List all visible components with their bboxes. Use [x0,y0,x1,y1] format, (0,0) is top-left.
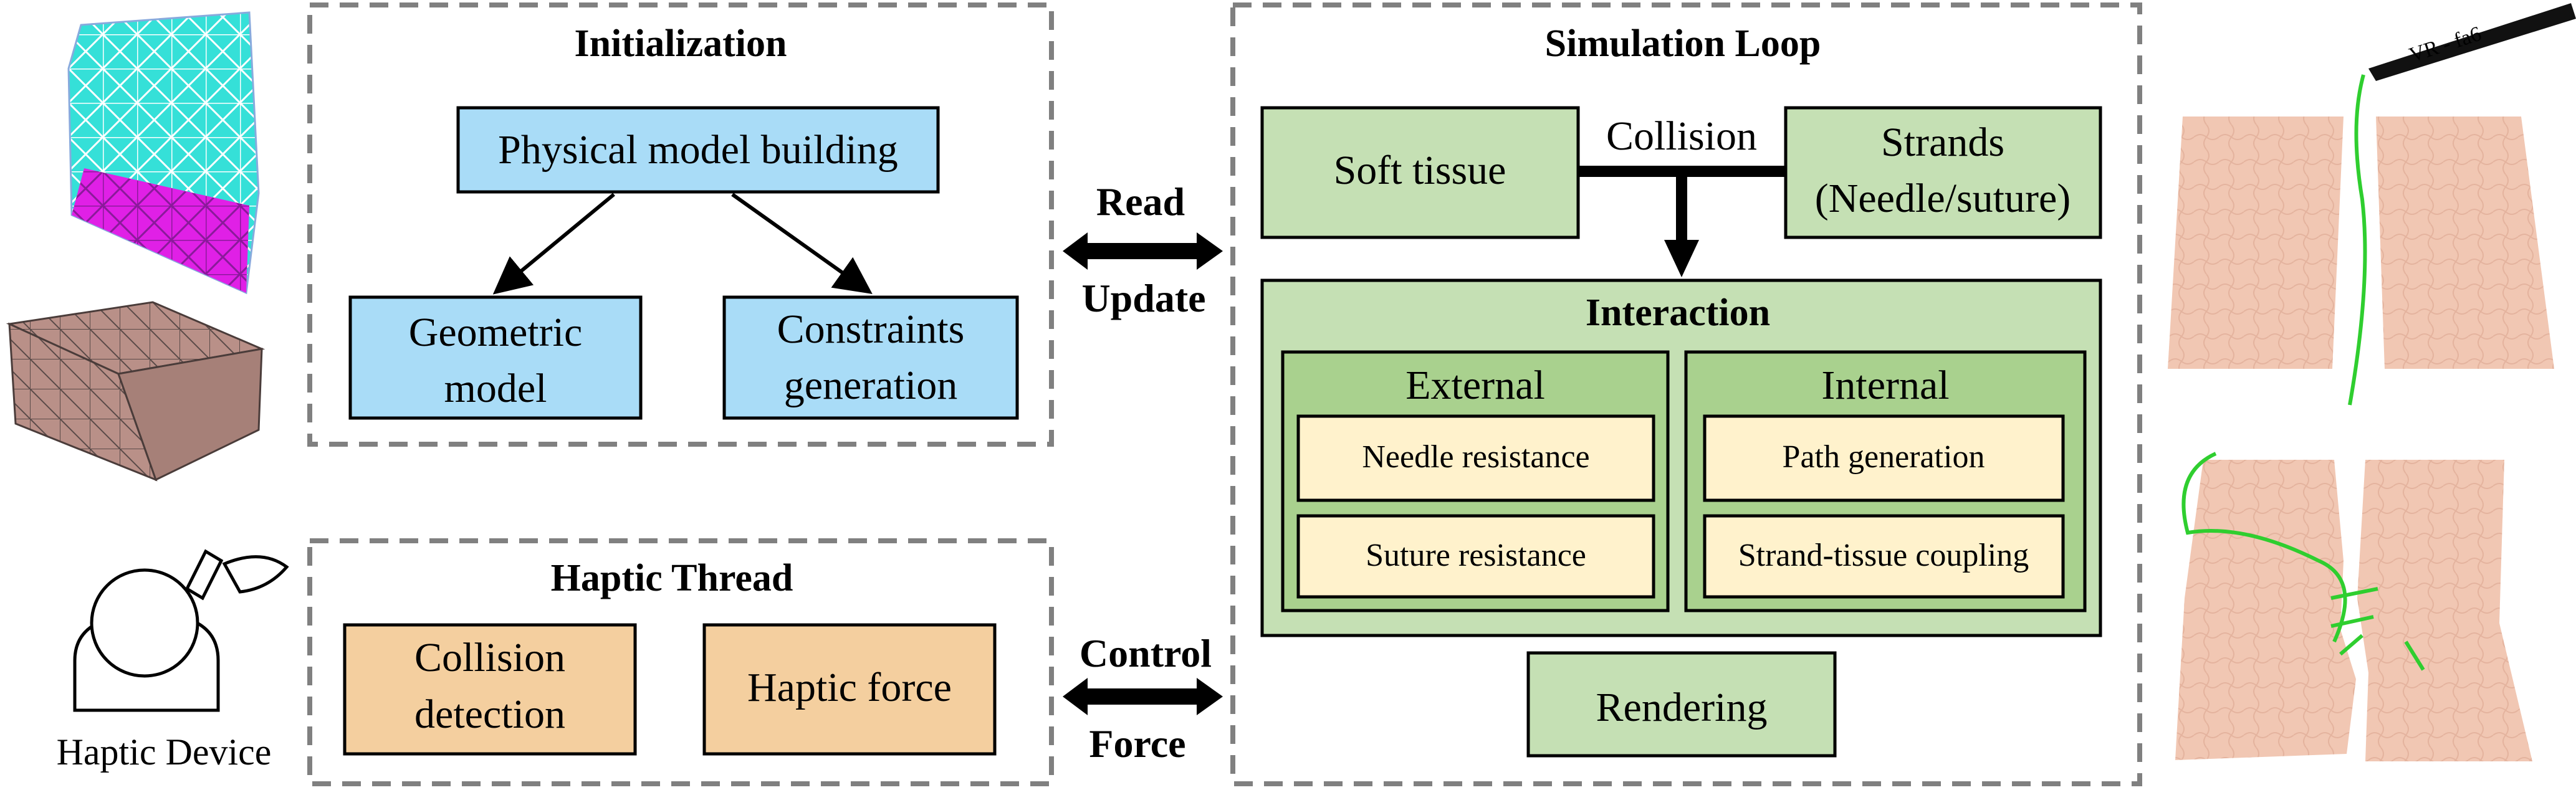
suture-stitch-3 [2339,634,2363,656]
haptic-thread-dashed-frame [307,538,1054,786]
strands-line2: (Needle/suture) [1815,176,2071,221]
simulation-loop-panel: Simulation Loop Soft tissue Strands (Nee… [1230,2,2142,786]
soft-tissue-label: Soft tissue [1334,148,1506,193]
interaction-title: Interaction [1586,292,1770,334]
haptic-device-illustration: Haptic Device [57,549,289,773]
read-update-connector: Read Update [1063,179,1223,320]
initialization-panel: Initialization Physical model building G… [307,2,1054,447]
geometric-model-line1: Geometric [409,310,583,355]
collision-detection-line2: detection [414,692,565,737]
path-generation-label: Path generation [1783,439,1985,475]
update-label: Update [1081,276,1205,320]
tissue-sutured-illustration-bottom [2175,452,2532,761]
strands-line1: Strands [1881,120,2004,165]
read-label: Read [1096,179,1185,224]
collision-arrowhead [1664,240,1699,277]
tissue-right-flap-top [2376,117,2554,369]
suture-loop-bottom [2181,452,2347,643]
needle-resistance-box [1296,414,1655,502]
tetrahedral-mesh-illustration [67,11,260,295]
haptic-device-head [90,568,199,678]
haptic-device-stylus [222,555,289,594]
tissue-incision-illustration-top: VR - fa6 [2168,3,2576,406]
suture-resistance-box [1296,514,1655,599]
geometric-model-line2: model [444,366,547,411]
rendering-box [1526,651,1837,758]
haptic-thread-panel: Haptic Thread Collision detection Haptic… [307,538,1054,786]
control-force-connector: Control Force [1063,631,1223,766]
haptic-force-box [702,623,997,756]
collision-detection-line1: Collision [414,635,565,680]
rendering-label: Rendering [1596,685,1768,730]
geometric-model-box [348,295,643,420]
haptic-thread-title: Haptic Thread [551,557,793,599]
haptic-device-label: Haptic Device [57,731,272,773]
external-title: External [1405,363,1545,408]
control-label: Control [1080,631,1212,675]
initialization-title: Initialization [574,22,787,65]
arrow-to-geometric [492,193,615,295]
tissue-left-flap-top [2168,117,2344,369]
path-generation-box [1703,414,2065,502]
read-update-double-arrow [1063,232,1223,270]
suture-thread-top [2348,74,2367,406]
suture-tail [2404,640,2425,671]
constraints-line2: generation [784,363,958,408]
arrow-to-constraints [731,193,873,294]
tissue-mesh-block-illustration [6,301,266,482]
control-force-double-arrow [1063,678,1223,715]
strand-tissue-coupling-label: Strand-tissue coupling [1738,538,2029,573]
physical-model-box [456,106,940,194]
needle-holder-body [2368,3,2576,81]
haptic-device-arm [184,549,224,601]
simulation-loop-dashed-frame [1230,2,2142,786]
haptic-force-label: Haptic force [747,665,952,710]
needle-holder-label: VR - fa6 [2406,22,2484,67]
mesh-magenta-region [72,168,249,293]
constraints-line1: Constraints [777,307,965,352]
suture-resistance-label: Suture resistance [1366,538,1586,573]
suture-stitch-2 [2330,615,2374,628]
simulation-loop-title: Simulation Loop [1545,22,1821,65]
physical-model-label: Physical model building [498,127,898,173]
mesh-block-side [117,348,263,482]
force-label: Force [1089,721,1185,766]
needle-resistance-label: Needle resistance [1362,439,1589,475]
needle-holder-icon: VR - fa6 [2368,3,2576,81]
internal-title: Internal [1821,363,1949,408]
suture-stitch-1 [2330,587,2378,600]
tissue-left-flap-bottom [2175,460,2356,760]
tissue-right-flap-bottom [2357,460,2532,761]
strand-tissue-coupling-box [1703,514,2065,599]
collision-detection-box [343,623,637,756]
initialization-dashed-frame [307,2,1054,447]
collision-label: Collision [1606,113,1757,159]
constraints-generation-box [722,295,1019,420]
